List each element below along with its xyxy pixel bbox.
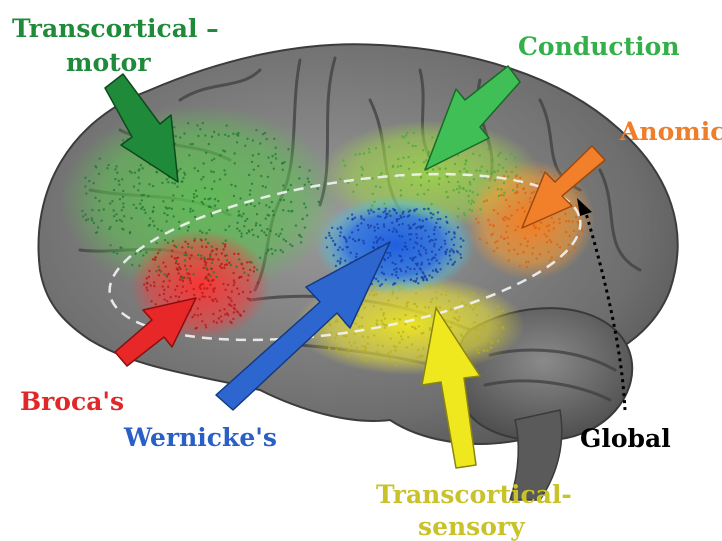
label-transcortical-sensory-line2: sensory: [418, 514, 525, 539]
label-conduction: Conduction: [518, 34, 680, 59]
label-transcortical-motor: Transcortical –: [12, 16, 219, 41]
label-global: Global: [580, 426, 671, 451]
label-brocas: Broca's: [20, 389, 124, 414]
label-transcortical-sensory: Transcortical-: [376, 482, 572, 507]
label-transcortical-motor-line2: motor: [66, 50, 151, 75]
label-anomic: Anomic: [620, 119, 722, 144]
label-wernickes: Wernicke's: [124, 425, 277, 450]
